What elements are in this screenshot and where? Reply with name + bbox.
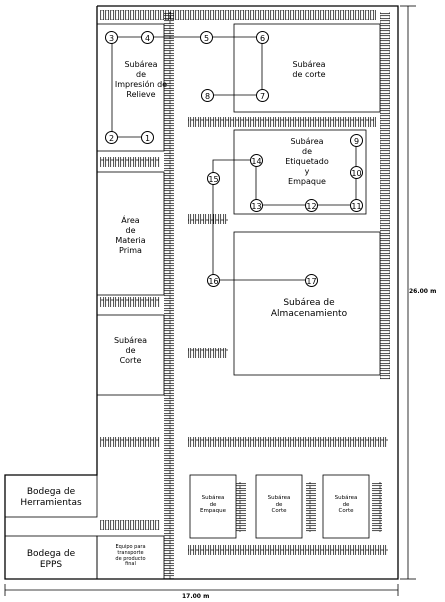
node-1: 1 <box>141 131 154 144</box>
node-2: 2 <box>105 131 118 144</box>
node-8: 8 <box>201 89 214 102</box>
node-16: 16 <box>207 274 220 287</box>
node-17: 17 <box>305 274 318 287</box>
node-7: 7 <box>256 89 269 102</box>
node-15: 15 <box>207 172 220 185</box>
node-11: 11 <box>350 199 363 212</box>
corte-small-label-2: Subárea de Corte <box>334 495 358 515</box>
width-dimension-label: 17.00 m <box>180 593 212 600</box>
node-12: 12 <box>305 199 318 212</box>
etiquetado-area-label: Subárea de Etiquetado y Empaque <box>285 137 329 186</box>
corte-small-label-1: Subárea de Corte <box>267 495 291 515</box>
almacenamiento-area-label: Subárea de Almacenamiento <box>270 298 348 320</box>
corte-left-area-label: Subárea de Corte <box>113 336 148 365</box>
node-4: 4 <box>141 31 154 44</box>
node-3: 3 <box>105 31 118 44</box>
dimension-lines <box>4 5 416 596</box>
corte-top-area-label: Subárea de corte <box>292 60 326 79</box>
storage-racks <box>100 10 390 580</box>
node-5: 5 <box>200 31 213 44</box>
epps-label: Bodega de EPPS <box>26 549 76 571</box>
node-10: 10 <box>350 166 363 179</box>
relieve-area-label: Subárea de Impresión de Relieve <box>114 60 168 99</box>
materia-prima-area-label: Área de Materia Prima <box>115 216 146 255</box>
empaque-small-label: Subárea de Empaque <box>199 495 227 515</box>
node-14: 14 <box>250 154 263 167</box>
height-dimension-label: 26.00 m <box>409 288 437 295</box>
node-6: 6 <box>256 31 269 44</box>
equipo-label: Equipo para transporte de producto final <box>115 544 146 568</box>
node-9: 9 <box>350 134 363 147</box>
herramientas-label: Bodega de Herramientas <box>20 487 82 509</box>
node-13: 13 <box>250 199 263 212</box>
